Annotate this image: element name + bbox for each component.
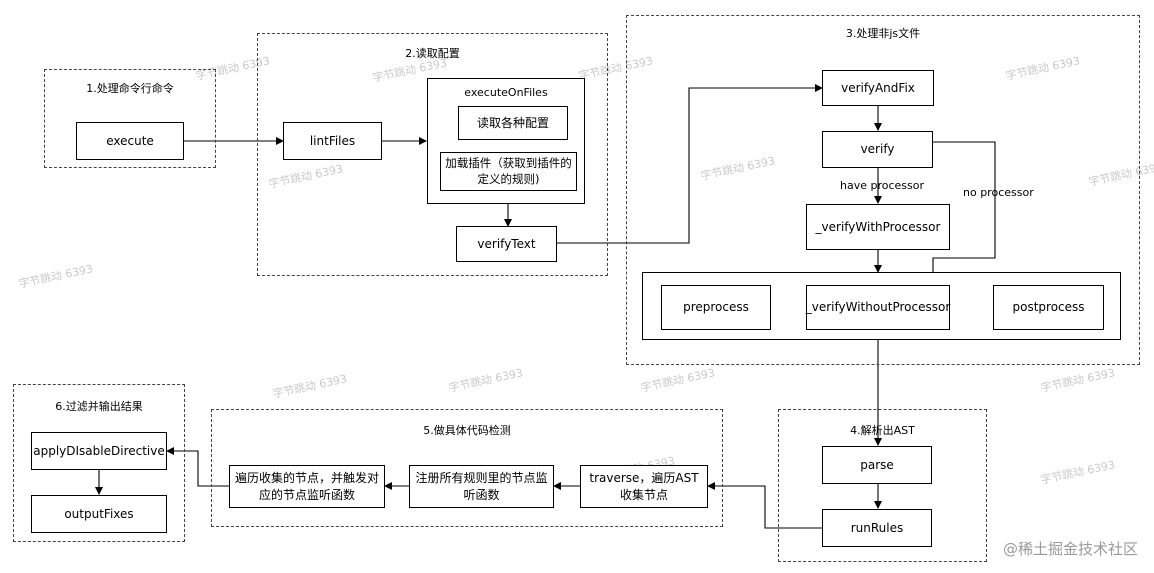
group-read-config <box>257 33 608 276</box>
group-label-read-config: 2.读取配置 <box>405 47 460 60</box>
node-run-rules[interactable]: runRules <box>822 509 932 547</box>
group-filter-output <box>13 384 185 542</box>
node-parse[interactable]: parse <box>822 446 932 484</box>
node-verify[interactable]: verify <box>822 131 933 168</box>
group-label-parse-ast: 4.解析出AST <box>850 424 915 437</box>
node-traverse-collected[interactable]: 遍历收集的节点，并触发对应的节点监听函数 <box>229 465 385 508</box>
group-label-filter-output: 6.过滤并输出结果 <box>55 400 143 413</box>
node-output-fixes[interactable]: outputFixes <box>31 495 167 533</box>
edge-traversecollected-apply <box>166 447 229 487</box>
edge-runrules-traverse <box>707 482 822 529</box>
node-traverse[interactable]: traverse，遍历AST收集节点 <box>580 465 708 508</box>
group-handle-cli <box>44 69 216 168</box>
node-load-plugins[interactable]: 加载插件（获取到插件的定义的规则) <box>440 152 577 191</box>
node-postprocess[interactable]: postprocess <box>993 285 1104 330</box>
group-code-check <box>211 409 723 527</box>
node-register-listeners[interactable]: 注册所有规则里的节点监听函数 <box>409 465 554 508</box>
group-label-cli: 1.处理命令行命令 <box>86 82 174 95</box>
node-lint-files[interactable]: lintFiles <box>283 122 382 160</box>
node-execute[interactable]: execute <box>76 122 184 160</box>
node-preprocess[interactable]: preprocess <box>661 285 771 330</box>
edge-verify-noprocessor <box>929 141 996 286</box>
edge-label-no-processor: no processor <box>963 186 1034 199</box>
node-verify-without-processor[interactable]: _verifyWithoutProcessor <box>806 285 950 330</box>
group-label-code-check: 5.做具体代码检测 <box>423 424 511 437</box>
node-verify-text[interactable]: verifyText <box>456 226 557 262</box>
group-parse-ast <box>778 409 987 562</box>
node-verify-with-processor[interactable]: _verifyWithProcessor <box>806 204 950 250</box>
node-apply-disable-directive[interactable]: applyDIsableDirective <box>31 432 167 470</box>
node-verify-and-fix[interactable]: verifyAndFix <box>822 70 934 106</box>
node-read-configs[interactable]: 读取各种配置 <box>458 106 568 140</box>
group-label-non-js: 3.处理非js文件 <box>845 27 921 40</box>
group-non-js <box>626 15 1140 365</box>
edge-verifytext-verifyandfix <box>557 84 823 244</box>
brand-watermark: @稀土掘金技术社区 <box>1002 540 1138 558</box>
edge-label-have-processor: have processor <box>840 179 925 192</box>
